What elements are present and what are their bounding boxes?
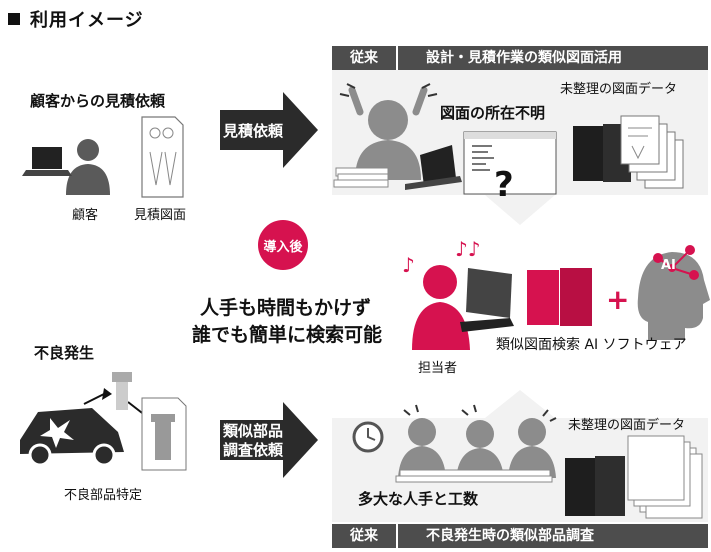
question-mark-icon: ? [494,165,514,205]
person-in-charge-figure [412,265,470,350]
pointer-arrowhead [102,388,112,400]
quote-drawing-icon [141,116,184,198]
bottom-conventional-bar: 従来 不良発生時の類似部品調査 [332,524,708,548]
car-icon [20,408,124,467]
document-stack-icon [627,435,703,519]
search-software-icon [527,268,592,326]
search-window-icon [463,131,557,195]
quote-request-arrow [220,92,318,168]
ai-head-icon [637,245,710,340]
document-stack-icon [620,115,684,189]
software-label: 類似図面検索 AI ソフトウェア [496,337,687,353]
bolt-icon [112,372,132,410]
bottom-bar-text: 不良発生時の類似部品調査 [426,528,594,544]
plus-icon: + [606,283,629,316]
customer-label: 顧客 [72,208,99,223]
music-note-icon: ♪ [402,253,415,277]
bottom-bar-tag: 従来 [332,524,398,548]
stress-marks [403,404,557,422]
laptop-icon [405,145,462,190]
benefit-line-2: 誰でも簡単に検索可能 [192,324,383,346]
similar-parts-line-2: 調査依頼 [222,441,283,459]
top-conventional-bar: 従来 設計・見積作業の類似図面活用 [332,46,708,70]
top-bar-tag: 従来 [332,46,398,70]
quote-request-arrow-label: 見積依頼 [222,122,283,140]
similar-parts-line-1: 類似部品 [222,422,283,440]
defective-part-identification-label: 不良部品特定 [64,488,143,503]
defective-part-drawing-icon [141,397,187,471]
defect-occurrence-label: 不良発生 [34,344,95,362]
unorganized-drawing-data-bottom-label: 未整理の図面データ [568,418,686,433]
ai-label: AI [661,258,676,273]
customer-quote-request-label: 顧客からの見積依頼 [30,92,166,110]
paper-stack-icon [333,167,389,188]
benefit-line-1: 人手も時間もかけず [200,297,372,319]
after-adoption-badge [258,220,308,270]
drawing-location-unknown-label: 図面の所在不明 [440,104,546,122]
top-bar-text: 設計・見積作業の類似図面活用 [426,50,622,66]
laptop-icon [460,268,514,332]
after-adoption-label: 導入後 [263,240,303,255]
page-title: 利用イメージ [8,6,144,32]
person-in-charge-label: 担当者 [418,361,458,376]
unorganized-drawing-data-top-label: 未整理の図面データ [560,82,678,97]
customer-figure [66,139,110,195]
server-rack-icon [565,456,625,516]
title-text: 利用イメージ [30,10,144,31]
many-people-effort-label: 多大な人手と工数 [358,490,479,508]
laptop-icon [22,147,72,176]
square-bullet-icon [8,13,20,25]
paper-stack-icon [395,469,553,483]
similar-parts-request-arrow-label: 類似部品 調査依頼 [222,422,284,460]
quote-drawing-label: 見積図面 [134,208,187,223]
similar-parts-request-arrow [220,402,318,478]
clock-icon [352,421,384,453]
music-note-icon: ♪♪ [455,237,481,261]
pointer-arrow [83,393,105,405]
stress-marks [339,83,438,97]
